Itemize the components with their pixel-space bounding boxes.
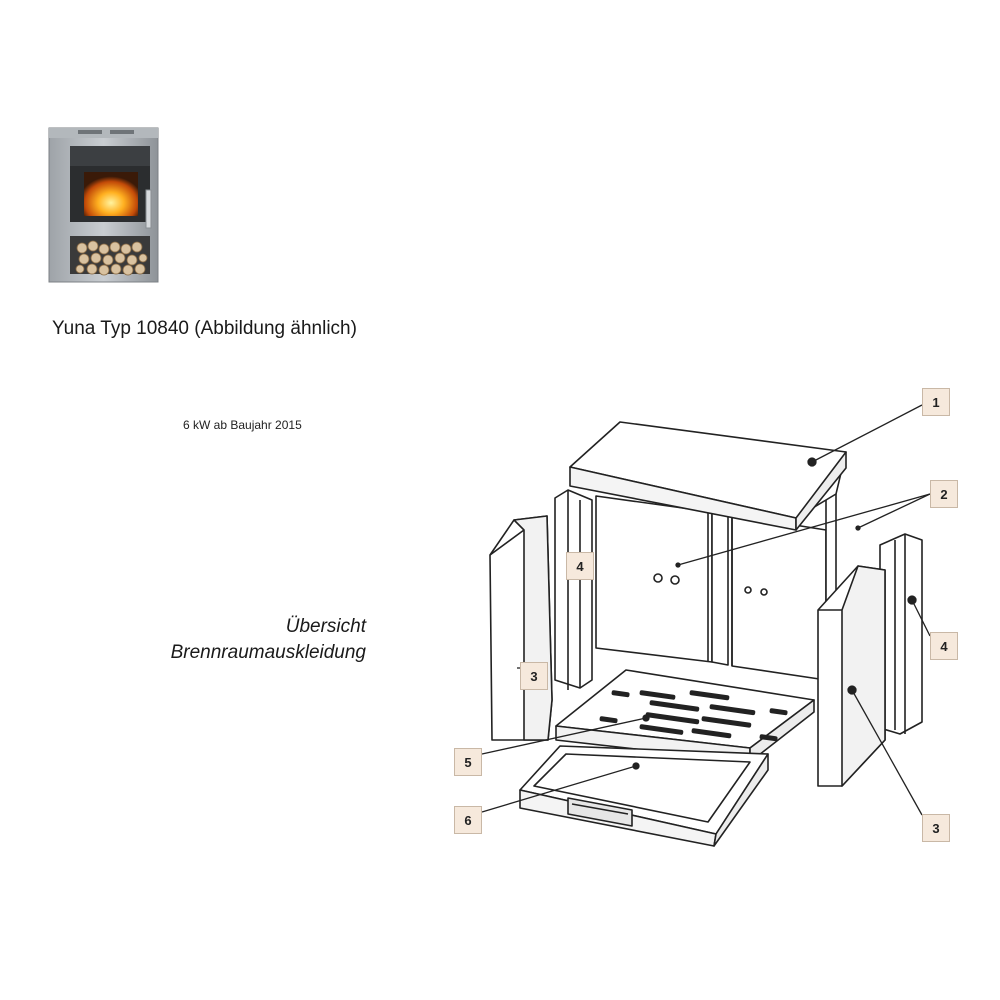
callout-5: 5 (454, 748, 482, 776)
diagram-title-line1: Übersicht (285, 616, 366, 637)
diagram-title: Übersicht Brennraumauskleidung (171, 614, 366, 666)
product-caption: Yuna Typ 10840 (Abbildung ähnlich) (52, 318, 357, 339)
callout-1: 1 (922, 388, 950, 416)
right-side-plate-part-3 (817, 565, 886, 787)
right-inner-strip-part-4 (879, 533, 923, 735)
callout-3-left: 3 (520, 662, 548, 690)
spec-text: 6 kW ab Baujahr 2015 (183, 418, 302, 432)
callout-2: 2 (930, 480, 958, 508)
left-inner-strip-part-4 (554, 489, 593, 690)
top-plate-part-1 (569, 421, 847, 531)
callout-4-left: 4 (566, 552, 594, 580)
ash-pan-part-6 (519, 745, 769, 847)
left-side-plate-part-3 (489, 515, 553, 741)
callout-6: 6 (454, 806, 482, 834)
diagram-title-line2: Brennraumauskleidung (170, 642, 366, 663)
callout-3-right: 3 (922, 814, 950, 842)
callout-4-right: 4 (930, 632, 958, 660)
